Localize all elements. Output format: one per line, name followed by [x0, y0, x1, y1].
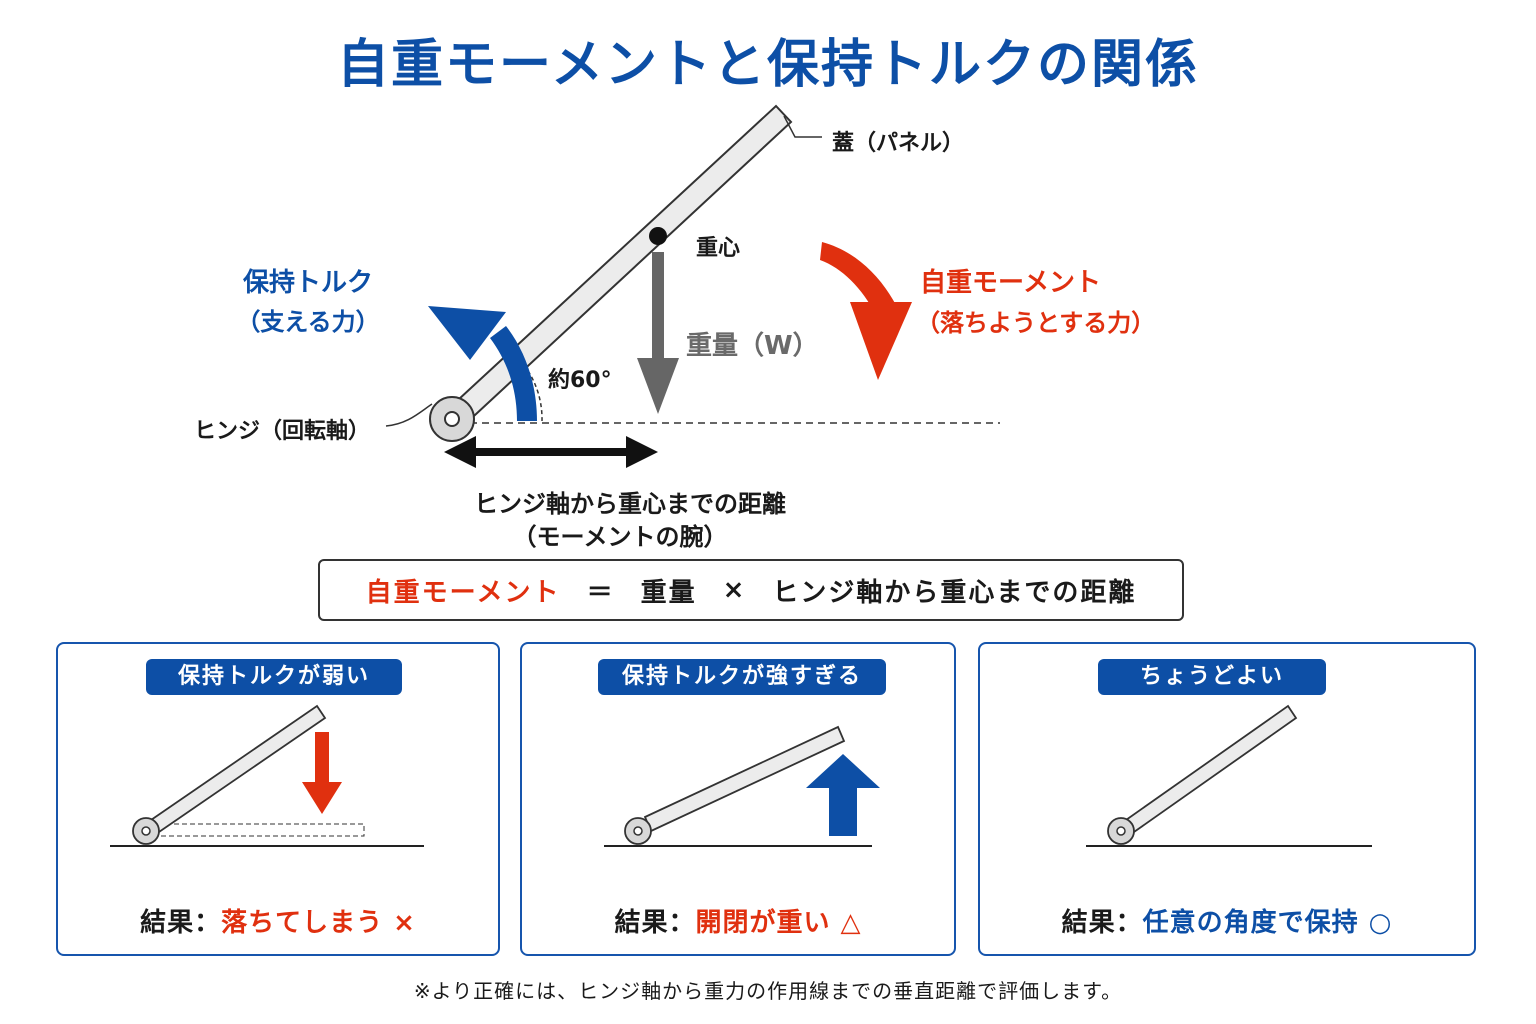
case-result: 結果：落ちてしまう ×	[58, 902, 498, 939]
center-of-gravity-dot	[649, 227, 667, 245]
formula-term-weight: 重量	[640, 577, 697, 608]
case-result: 結果：任意の角度で保持 ○	[980, 902, 1474, 939]
footnote: ※より正確には、ヒンジ軸から重力の作用線までの垂直距離で評価します。	[413, 979, 1123, 1003]
case2-up-arrow-head	[806, 754, 880, 788]
case2-up-arrow-shaft	[829, 786, 857, 836]
case-badge: 保持トルクが弱い	[146, 659, 402, 695]
result-prefix: 結果：	[140, 908, 222, 938]
self-moment-arrow-body	[820, 242, 896, 315]
case-badge: ちょうどよい	[1098, 659, 1326, 695]
case1-dashed-fallen-lid	[157, 823, 365, 837]
result-prefix: 結果：	[614, 908, 696, 938]
distance-sub: （モーメントの腕）	[512, 523, 728, 551]
self-moment-sub: （落ちようとする力）	[916, 309, 1156, 337]
case-result: 結果：開閉が重い △	[522, 902, 954, 939]
self-moment-label: 自重モーメント	[920, 268, 1101, 298]
result-text: 開閉が重い △	[695, 908, 862, 938]
holding-torque-arrow-body	[490, 326, 537, 421]
angle-label: 約60°	[548, 368, 612, 393]
lid-label: 蓋（パネル）	[832, 131, 965, 156]
formula-equals: ＝	[586, 577, 615, 608]
hinge-pin	[444, 411, 460, 427]
formula-box: 自重モーメント ＝ 重量 × ヒンジ軸から重心までの距離	[318, 559, 1184, 621]
result-text: 落ちてしまう ×	[221, 908, 416, 938]
weight-arrow-head	[637, 358, 679, 414]
holding-torque-arrow-head	[428, 306, 506, 360]
result-text: 任意の角度で保持 ○	[1142, 908, 1393, 938]
lid-panel	[443, 104, 793, 430]
case3-hinge-pin	[1116, 826, 1126, 836]
hinge-leader-line	[385, 403, 433, 427]
holding-torque-sub: （支える力）	[236, 308, 380, 336]
weight-label: 重量（W）	[686, 331, 819, 361]
case-panel-just-right: ちょうどよい 結果：任意の角度で保持 ○	[978, 642, 1476, 956]
distance-label: ヒンジ軸から重心までの距離	[474, 490, 786, 518]
case1-down-arrow-head	[302, 782, 342, 814]
case-panel-strong: 保持トルクが強すぎる 結果：開閉が重い △	[520, 642, 956, 956]
case-badge: 保持トルクが強すぎる	[598, 659, 886, 695]
case2-hinge-pin	[633, 826, 643, 836]
formula-term-distance: ヒンジ軸から重心までの距離	[772, 577, 1137, 608]
center-of-gravity-label: 重心	[696, 236, 741, 261]
page-title: 自重モーメントと保持トルクの関係	[337, 35, 1199, 95]
result-prefix: 結果：	[1061, 908, 1143, 938]
angle-arc	[523, 364, 543, 422]
self-moment-arrow-head	[850, 302, 912, 380]
case1-down-arrow-shaft	[315, 732, 329, 784]
formula-times: ×	[722, 575, 747, 605]
hinge-label: ヒンジ（回転軸）	[194, 419, 371, 444]
case1-hinge-pin	[141, 826, 151, 836]
formula-term-self-moment: 自重モーメント	[365, 577, 561, 608]
holding-torque-label: 保持トルク	[242, 268, 373, 298]
weight-arrow-shaft	[652, 252, 664, 362]
lid-leader-line	[783, 115, 822, 138]
case-panel-weak: 保持トルクが弱い 結果：落ちてしまう ×	[56, 642, 500, 956]
